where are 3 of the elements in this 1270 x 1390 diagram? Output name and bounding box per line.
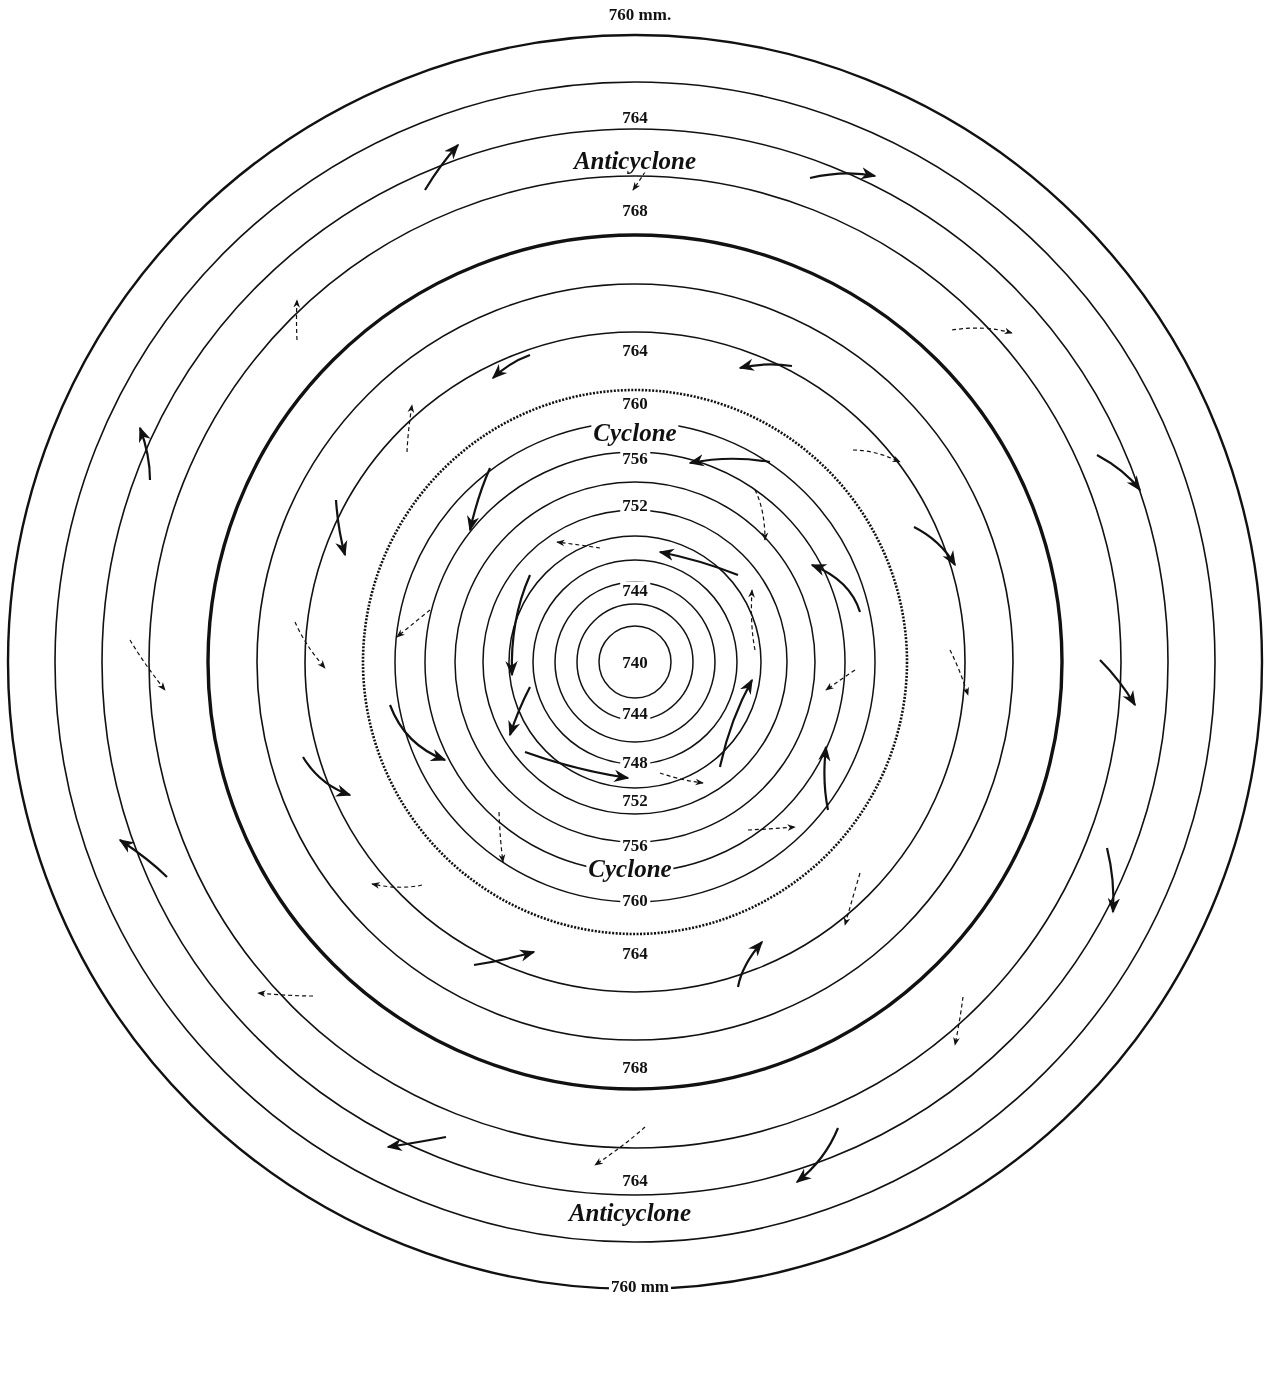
region-label: Cyclone <box>591 419 679 445</box>
isobar-value: 744 <box>620 581 650 599</box>
isobar-value: 756 <box>620 449 650 467</box>
